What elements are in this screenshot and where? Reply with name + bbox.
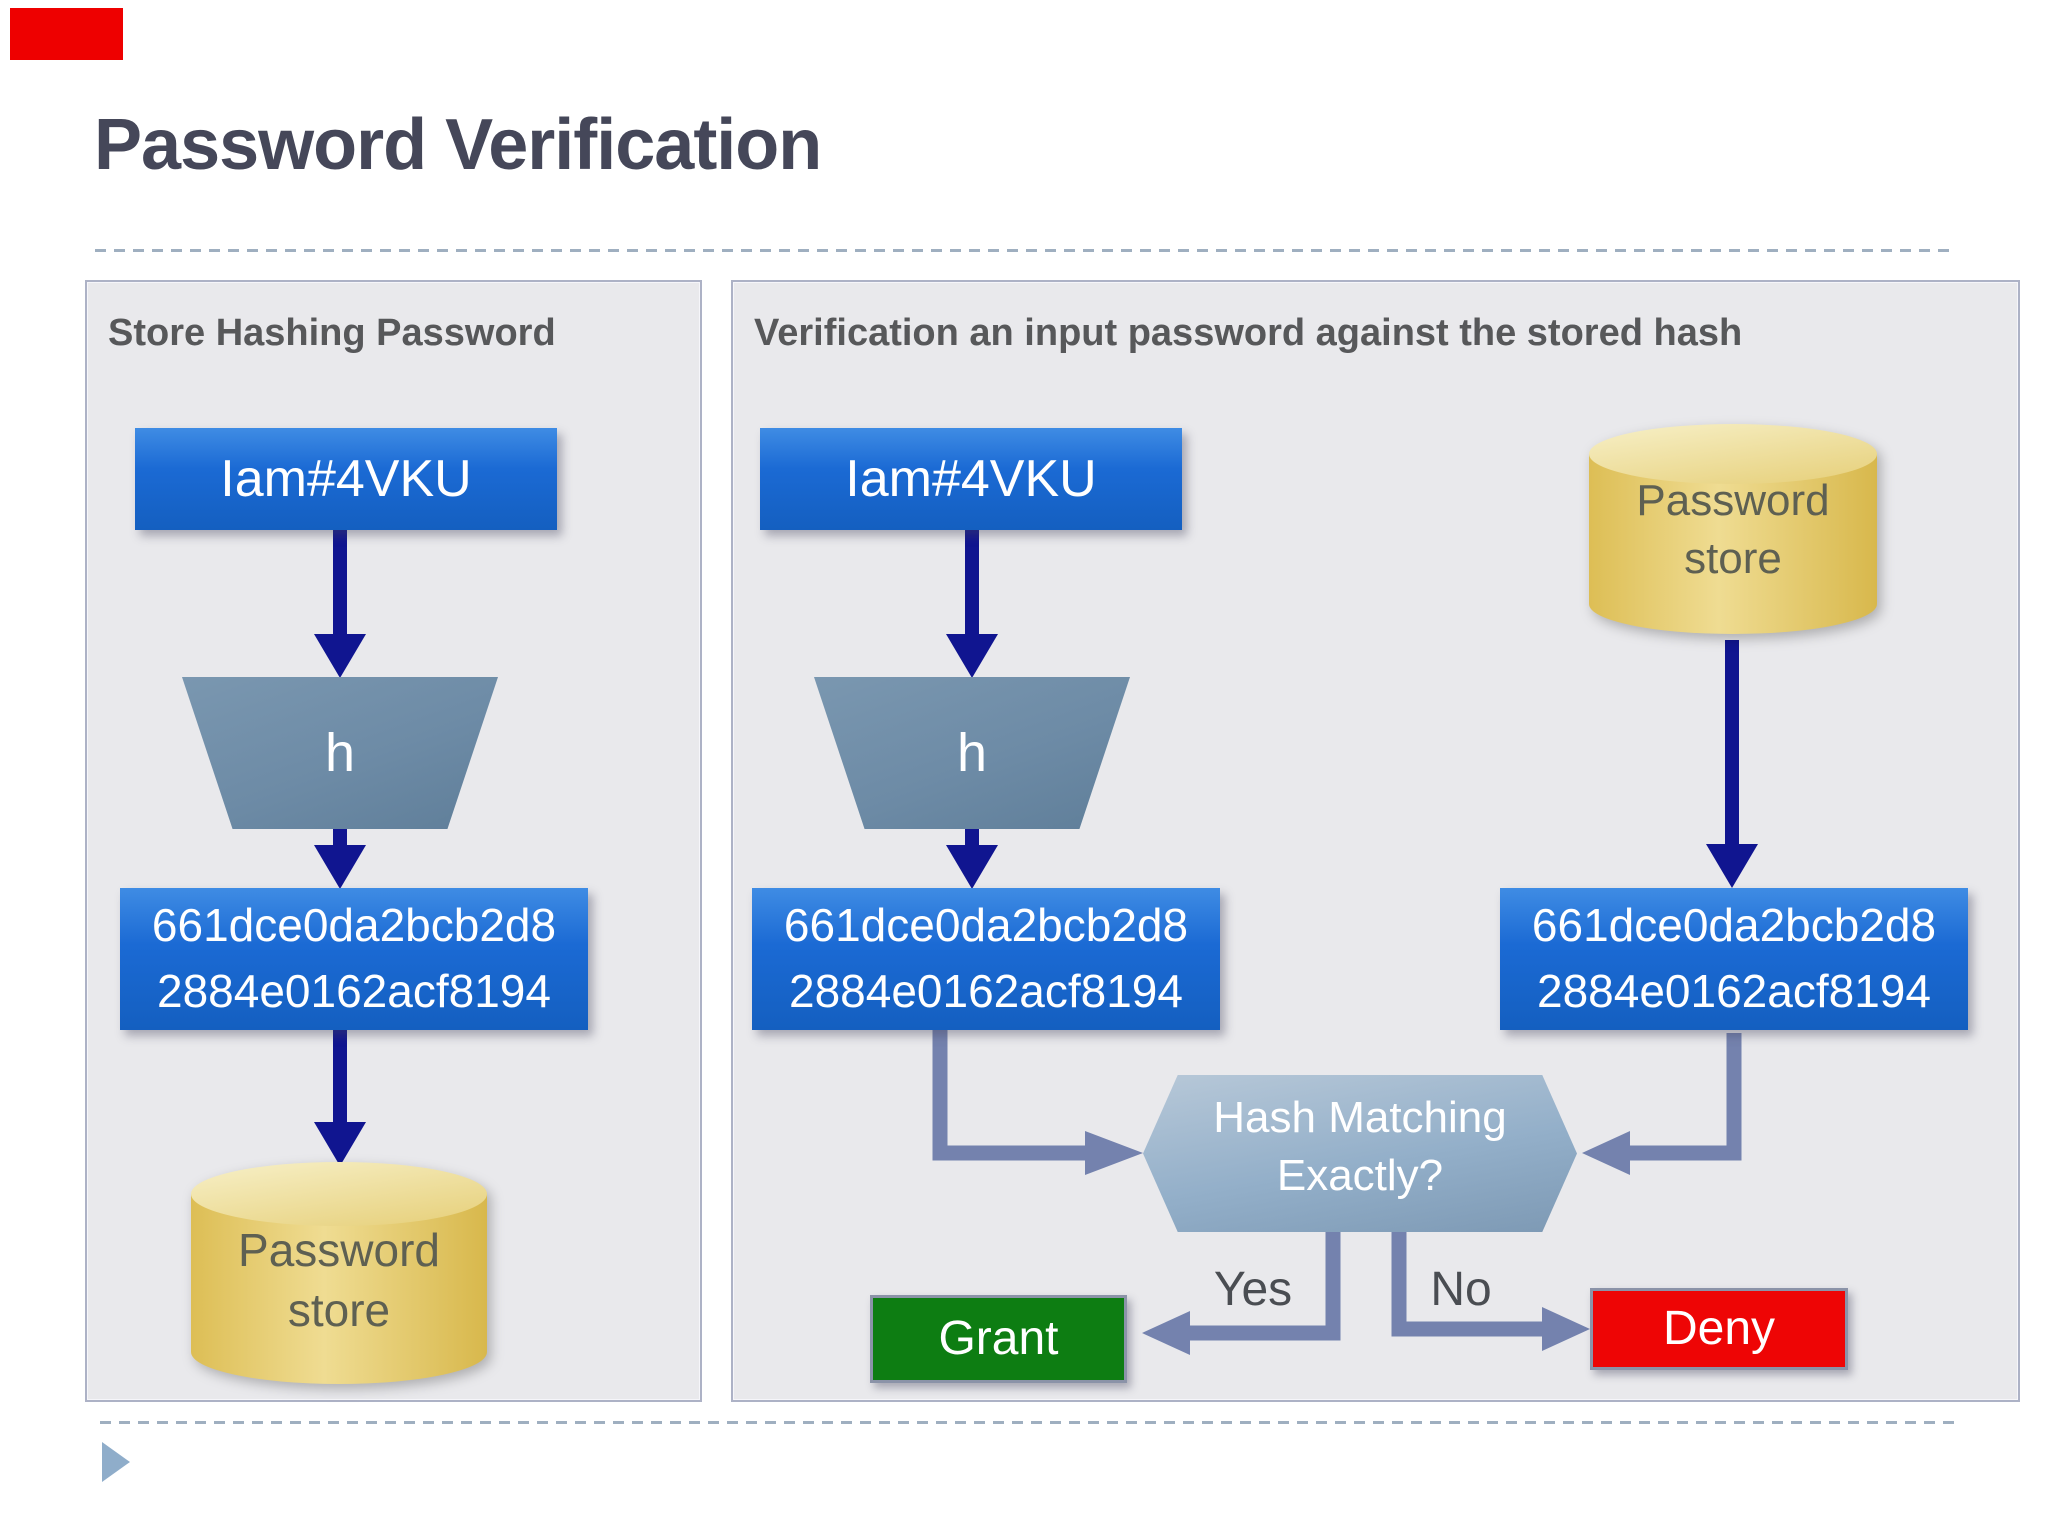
store-label-line-1: Password (238, 1224, 440, 1276)
page-title: Password Verification (94, 105, 822, 185)
no-label: No (1430, 1263, 1492, 1316)
verification-header: Verification an input password against t… (754, 312, 1743, 354)
arrow-password-to-hash-left (314, 530, 366, 678)
decision-line-2: Exactly? (1276, 1151, 1444, 1200)
connector-computed-hash-to-decision (932, 1028, 1143, 1175)
password-box-right: Iam#4VKU (760, 428, 1182, 530)
hash-line-1: 661dce0da2bcb2d8 (151, 899, 557, 951)
yes-label: Yes (1213, 1263, 1293, 1316)
hash-line-2: 2884e0162acf8194 (1537, 965, 1931, 1017)
connector-decision-yes-to-grant (1142, 1225, 1341, 1355)
store-label-line-2: store (287, 1284, 391, 1336)
hash-line-1: 661dce0da2bcb2d8 (783, 899, 1189, 951)
arrow-hash-to-output-right (946, 829, 998, 889)
connector-decision-no-to-deny (1391, 1225, 1590, 1351)
arrow-password-to-hash-right (946, 530, 998, 678)
hash-funnel-right: h (814, 677, 1130, 829)
password-store-cylinder-left: Password store (187, 1158, 491, 1388)
computed-hash-box: 661dce0da2bcb2d8 2884e0162acf8194 (752, 888, 1220, 1030)
hash-function-label-left: h (324, 723, 356, 783)
divider-dashed-bottom (100, 1421, 1957, 1424)
hash-output-box-left: 661dce0da2bcb2d8 2884e0162acf8194 (120, 888, 588, 1030)
grant-box: Grant (870, 1295, 1127, 1383)
hash-line-2: 2884e0162acf8194 (789, 965, 1183, 1017)
store-hashing-header: Store Hashing Password (108, 312, 556, 354)
arrow-output-to-store-left (314, 1030, 366, 1166)
deny-box: Deny (1590, 1288, 1848, 1370)
store-label-line-1: Password (1636, 476, 1830, 525)
decision-hexagon: Hash Matching Exactly? (1143, 1075, 1577, 1232)
arrow-hash-to-output-left (314, 829, 366, 889)
connector-stored-hash-to-decision (1582, 1033, 1742, 1175)
decision-line-1: Hash Matching (1213, 1093, 1507, 1142)
store-label-line-2: store (1684, 534, 1782, 583)
divider-dashed-top (95, 249, 1952, 252)
footer-triangle-icon (102, 1442, 130, 1482)
hash-funnel-left: h (182, 677, 498, 829)
cylinder-shape (1589, 424, 1877, 634)
arrow-store-to-stored-hash (1706, 640, 1758, 888)
hash-function-label-right: h (956, 723, 988, 783)
hash-line-2: 2884e0162acf8194 (157, 965, 551, 1017)
cylinder-shape (191, 1162, 487, 1384)
password-box-left: Iam#4VKU (135, 428, 557, 530)
red-marker-box (10, 8, 123, 60)
password-store-cylinder-right: Password store (1585, 420, 1881, 638)
hash-line-1: 661dce0da2bcb2d8 (1531, 899, 1937, 951)
stored-hash-box: 661dce0da2bcb2d8 2884e0162acf8194 (1500, 888, 1968, 1030)
